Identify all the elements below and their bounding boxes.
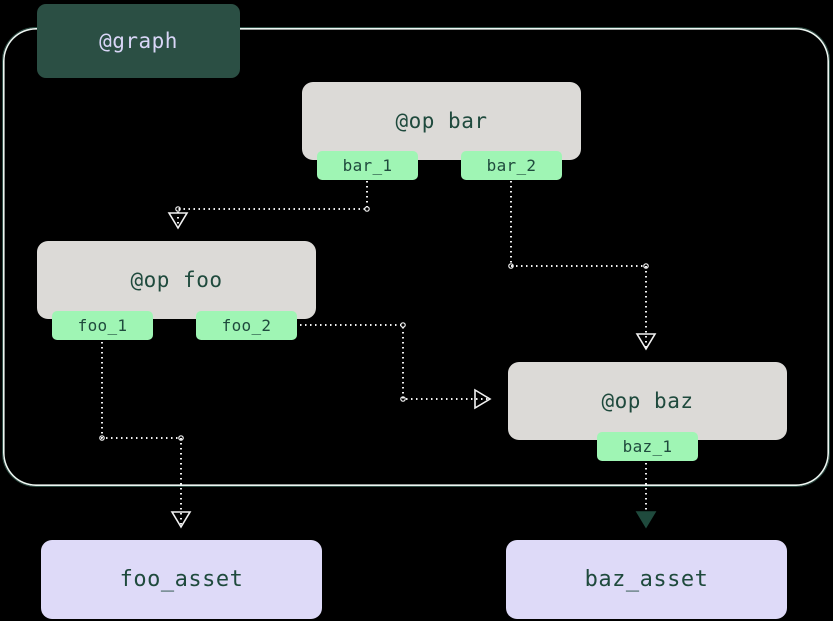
port-bar_1[interactable]: bar_1 <box>317 151 418 180</box>
port-bar_2[interactable]: bar_2 <box>461 151 562 180</box>
node-op-bar[interactable]: @op bar <box>302 82 581 160</box>
node-op-foo[interactable]: @op foo <box>37 241 316 319</box>
port-foo_2[interactable]: foo_2 <box>196 311 297 340</box>
node-op-baz[interactable]: @op baz <box>508 362 787 440</box>
node-asset-foo[interactable]: foo_asset <box>41 540 322 619</box>
subgraph-container[interactable] <box>2 27 830 487</box>
node-asset-baz[interactable]: baz_asset <box>506 540 787 619</box>
subgraph-label-graph[interactable]: @graph <box>37 4 240 78</box>
port-foo_1[interactable]: foo_1 <box>52 311 153 340</box>
port-baz_1[interactable]: baz_1 <box>597 432 698 461</box>
